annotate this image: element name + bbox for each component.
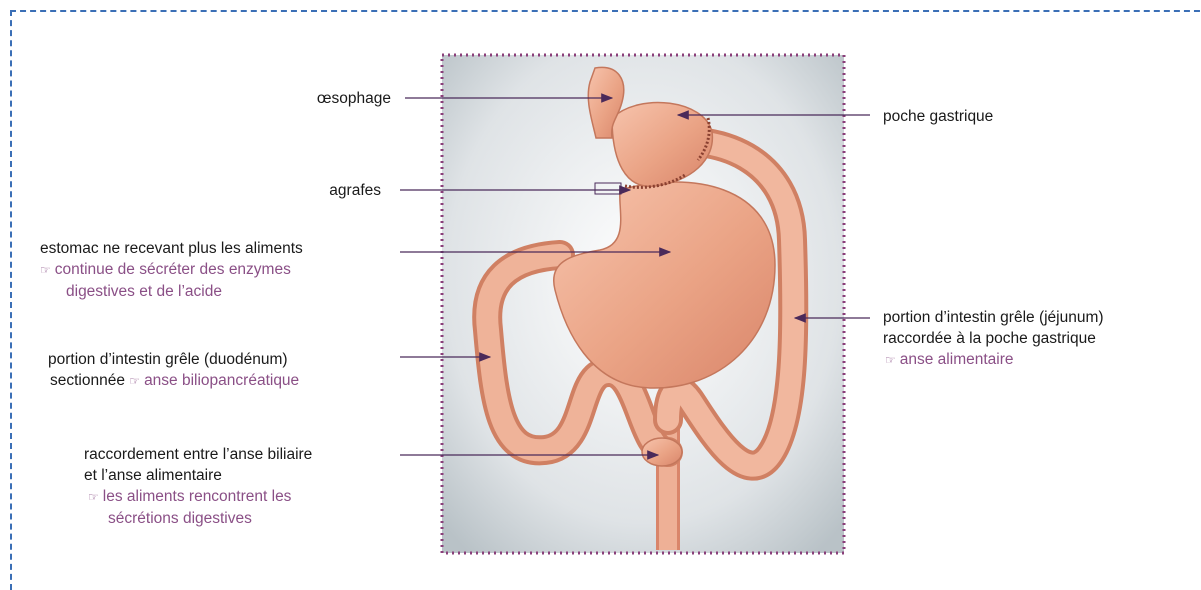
estomac-text: estomac ne recevant plus les aliments — [40, 238, 303, 259]
label-oesophage: œsophage — [317, 88, 391, 109]
label-jejunum: portion d’intestin grêle (jéjunum) racco… — [883, 307, 1104, 371]
duodenum-note: anse biliopancréatique — [144, 372, 299, 389]
duodenum-text-2: sectionnée — [50, 372, 125, 389]
label-raccordement: raccordement entre l’anse biliaire et l’… — [84, 444, 312, 529]
raccord-note-line-2: sécrétions digestives — [84, 508, 312, 529]
raccord-text-2: et l’anse alimentaire — [84, 465, 312, 486]
label-estomac: estomac ne recevant plus les aliments ☞ c… — [40, 238, 303, 302]
estomac-note-1: continue de sécréter des enzymes — [55, 261, 291, 278]
estomac-note-2: digestives et de l’acide — [66, 283, 222, 300]
pointer-icon: ☞ — [129, 374, 140, 388]
pointer-icon: ☞ — [885, 353, 896, 367]
raccord-note-1: les aliments rencontrent les — [103, 488, 292, 505]
jejunum-text-2: raccordée à la poche gastrique — [883, 328, 1104, 349]
raccord-note-2: sécrétions digestives — [108, 510, 252, 527]
raccord-text-1: raccordement entre l’anse biliaire — [84, 444, 312, 465]
duodenum-text-1: portion d’intestin grêle (duodénum) — [48, 349, 299, 370]
jejunum-note-line: ☞ anse alimentaire — [883, 349, 1104, 371]
label-agrafes: agrafes — [329, 180, 381, 201]
pointer-icon: ☞ — [88, 490, 99, 504]
anastomosis — [642, 438, 682, 466]
jejunum-note: anse alimentaire — [900, 351, 1014, 368]
raccord-note-line-1: ☞ les aliments rencontrent les — [84, 486, 312, 508]
pointer-icon: ☞ — [40, 263, 51, 277]
oesophage-text: œsophage — [317, 90, 391, 107]
jejunum-text-1: portion d’intestin grêle (jéjunum) — [883, 307, 1104, 328]
duodenum-line-2: sectionnée ☞ anse biliopancréatique — [48, 370, 299, 392]
label-duodenum: portion d’intestin grêle (duodénum) sect… — [48, 349, 299, 392]
agrafes-text: agrafes — [329, 182, 381, 199]
label-poche: poche gastrique — [883, 106, 993, 127]
estomac-note-line-1: ☞ continue de sécréter des enzymes — [40, 259, 303, 281]
estomac-note-line-2: digestives et de l’acide — [40, 281, 303, 302]
poche-text: poche gastrique — [883, 108, 993, 125]
